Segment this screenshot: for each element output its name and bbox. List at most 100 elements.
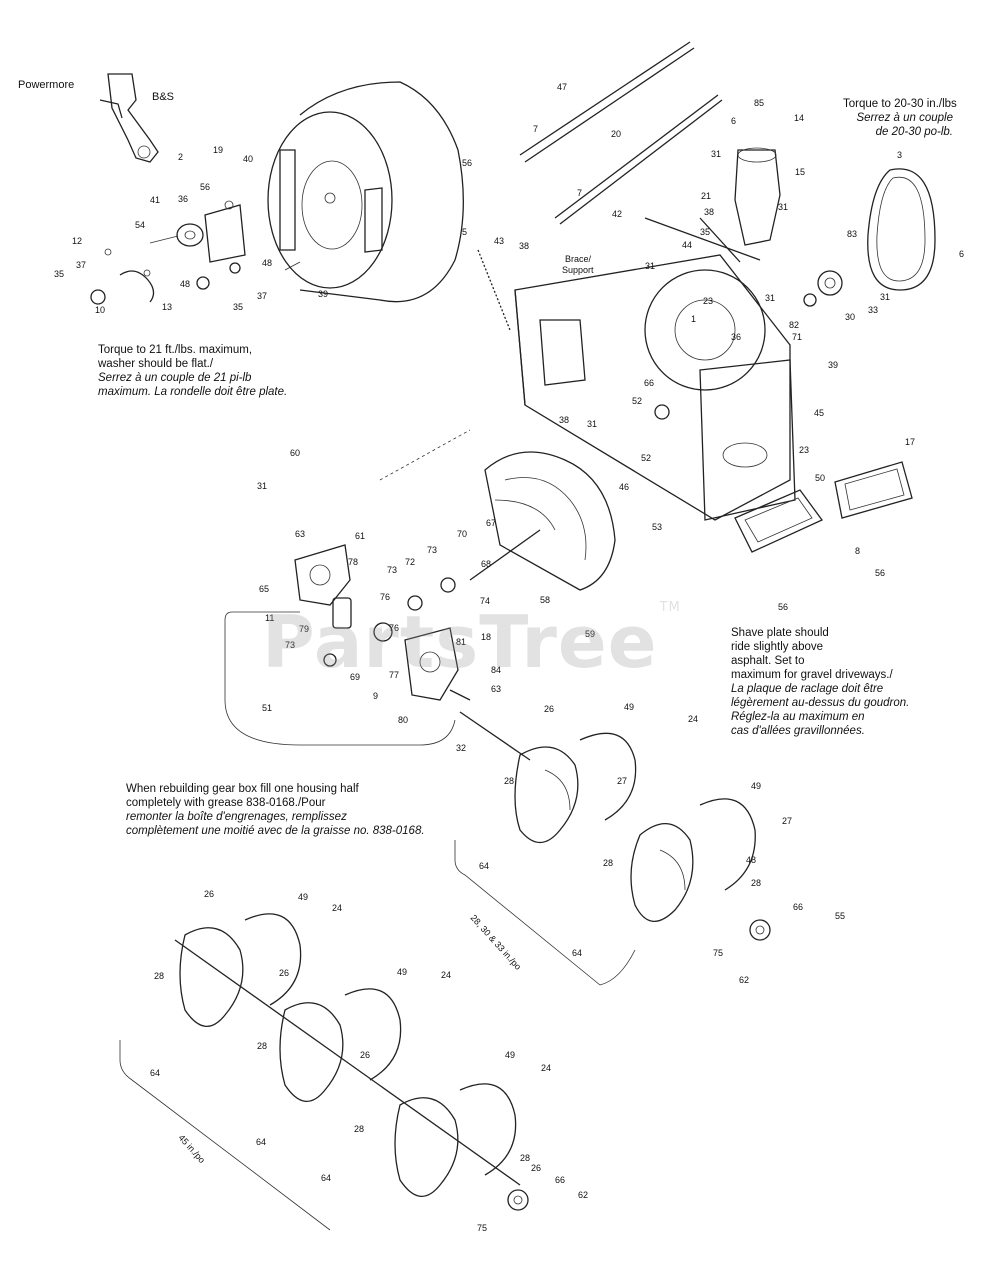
part-callout-76: 76 xyxy=(380,592,390,602)
part-callout-5: 5 xyxy=(462,227,467,237)
part-callout-26: 26 xyxy=(360,1050,370,1060)
part-callout-28: 28 xyxy=(257,1041,267,1051)
part-callout-30: 30 xyxy=(845,312,855,322)
part-callout-31: 31 xyxy=(257,481,267,491)
shave-plates xyxy=(734,461,913,553)
part-callout-23: 23 xyxy=(799,445,809,455)
discharge-chute xyxy=(699,147,843,307)
part-callout-21: 21 xyxy=(701,191,711,201)
part-callout-35: 35 xyxy=(233,302,243,312)
part-callout-47: 47 xyxy=(557,82,567,92)
gearbox-line: complètement une moitié avec de la grais… xyxy=(126,825,425,837)
part-callout-48: 48 xyxy=(262,258,272,268)
part-callout-31: 31 xyxy=(778,202,788,212)
engine-torque-line: Serrez à un couple de 21 pi-lb xyxy=(98,372,252,384)
part-callout-31: 31 xyxy=(765,293,775,303)
part-callout-52: 52 xyxy=(632,396,642,406)
engine-pulley-assembly xyxy=(90,73,301,305)
part-callout-17: 17 xyxy=(905,437,915,447)
part-callout-38: 38 xyxy=(559,415,569,425)
part-callout-35: 35 xyxy=(54,269,64,279)
part-callout-55: 55 xyxy=(835,911,845,921)
part-callout-85: 85 xyxy=(754,98,764,108)
engine-torque-line: maximum. La rondelle doit être plate. xyxy=(98,386,288,398)
part-callout-58: 58 xyxy=(540,595,550,605)
part-callout-26: 26 xyxy=(204,889,214,899)
part-callout-72: 72 xyxy=(405,557,415,567)
part-callout-15: 15 xyxy=(795,167,805,177)
part-callout-45: 45 xyxy=(814,408,824,418)
part-callout-11: 11 xyxy=(265,613,274,623)
shave-plate-line: cas d'allées gravillonnées. xyxy=(731,725,865,737)
auger-housing xyxy=(514,254,796,521)
chute-torque-line: Torque to 20-30 in./lbs xyxy=(843,98,957,110)
part-callout-49: 49 xyxy=(751,781,761,791)
gearbox-line: remonter la boîte d'engrenages, rempliss… xyxy=(126,811,347,823)
shave-plate-line: maximum for gravel driveways./ xyxy=(731,669,893,681)
chute-torque-line: de 20-30 po-lb. xyxy=(875,126,953,138)
part-callout-69: 69 xyxy=(350,672,360,682)
belt-cover xyxy=(267,81,464,303)
part-callout-26: 26 xyxy=(531,1163,541,1173)
part-callout-39: 39 xyxy=(828,360,838,370)
part-callout-31: 31 xyxy=(711,149,721,159)
part-callout-41: 41 xyxy=(150,195,160,205)
part-callout-75: 75 xyxy=(713,948,723,958)
part-callout-65: 65 xyxy=(259,584,269,594)
part-callout-8: 8 xyxy=(855,546,860,556)
part-callout-83: 83 xyxy=(847,229,857,239)
part-callout-24: 24 xyxy=(441,970,451,980)
part-callout-43: 43 xyxy=(494,236,504,246)
part-callout-66: 66 xyxy=(555,1175,565,1185)
part-callout-28: 28 xyxy=(154,971,164,981)
part-callout-48: 48 xyxy=(746,855,756,865)
shave-plate-line: légèrement au-dessus du goudron. xyxy=(731,697,910,709)
part-callout-53: 53 xyxy=(652,522,662,532)
part-callout-63: 63 xyxy=(491,684,501,694)
part-callout-14: 14 xyxy=(794,113,804,123)
brace-label: Brace/ xyxy=(565,254,592,264)
part-callout-49: 49 xyxy=(624,702,634,712)
part-callout-73: 73 xyxy=(387,565,397,575)
part-callout-48: 48 xyxy=(180,279,190,289)
engine-torque-line: Torque to 21 ft./lbs. maximum, xyxy=(98,344,253,356)
part-callout-64: 64 xyxy=(479,861,489,871)
part-callout-7: 7 xyxy=(533,124,538,134)
part-callout-77: 77 xyxy=(389,670,399,680)
part-callout-51: 51 xyxy=(262,703,272,713)
part-callout-42: 42 xyxy=(612,209,622,219)
part-callout-46: 46 xyxy=(619,482,629,492)
part-callout-84: 84 xyxy=(491,665,501,675)
engine-torque-line: washer should be flat./ xyxy=(98,358,214,370)
part-callout-12: 12 xyxy=(72,236,82,246)
part-callout-82: 82 xyxy=(789,320,799,330)
part-callout-31: 31 xyxy=(587,419,597,429)
part-callout-37: 37 xyxy=(76,260,86,270)
part-callout-24: 24 xyxy=(332,903,342,913)
part-callout-27: 27 xyxy=(782,816,792,826)
part-callout-54: 54 xyxy=(135,220,145,230)
part-callout-18: 18 xyxy=(481,632,491,642)
part-callout-24: 24 xyxy=(541,1063,551,1073)
part-callout-62: 62 xyxy=(739,975,749,985)
part-callout-33: 33 xyxy=(868,305,878,315)
part-callout-62: 62 xyxy=(578,1190,588,1200)
part-callout-2: 2 xyxy=(178,152,183,162)
part-callout-26: 26 xyxy=(279,968,289,978)
engine-torque-note: Torque to 21 ft./lbs. maximum, washer sho… xyxy=(98,343,287,399)
part-callout-50: 50 xyxy=(815,473,825,483)
part-callout-28: 28 xyxy=(520,1153,530,1163)
small-auger-size-label: 28, 30 & 33 in./po xyxy=(469,913,524,972)
support-label: Support xyxy=(562,265,594,275)
shave-plate-line: Shave plate should xyxy=(731,627,829,639)
part-callout-38: 38 xyxy=(704,207,714,217)
shave-plate-line: asphalt. Set to xyxy=(731,655,805,667)
part-callout-63: 63 xyxy=(295,529,305,539)
part-callout-81: 81 xyxy=(456,637,466,647)
part-callout-70: 70 xyxy=(457,529,467,539)
drive-belt xyxy=(867,168,936,291)
part-callout-56: 56 xyxy=(875,568,885,578)
